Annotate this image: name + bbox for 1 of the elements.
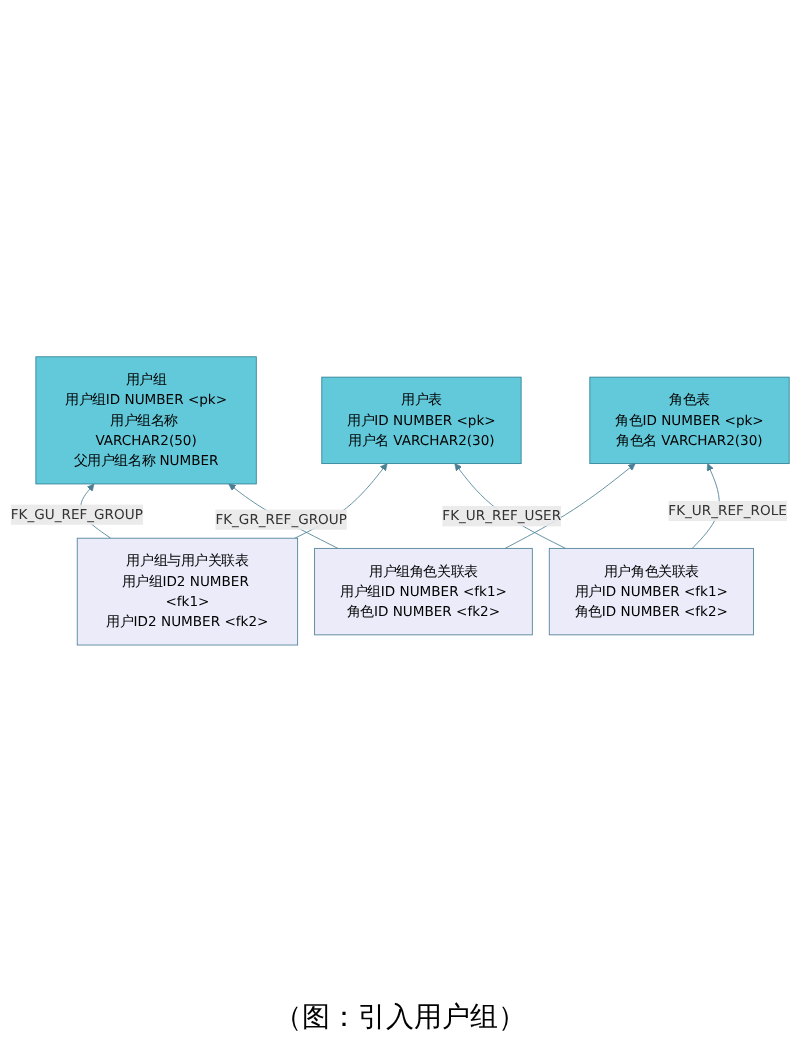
caption: （图：引入用户组） xyxy=(274,1002,526,1034)
